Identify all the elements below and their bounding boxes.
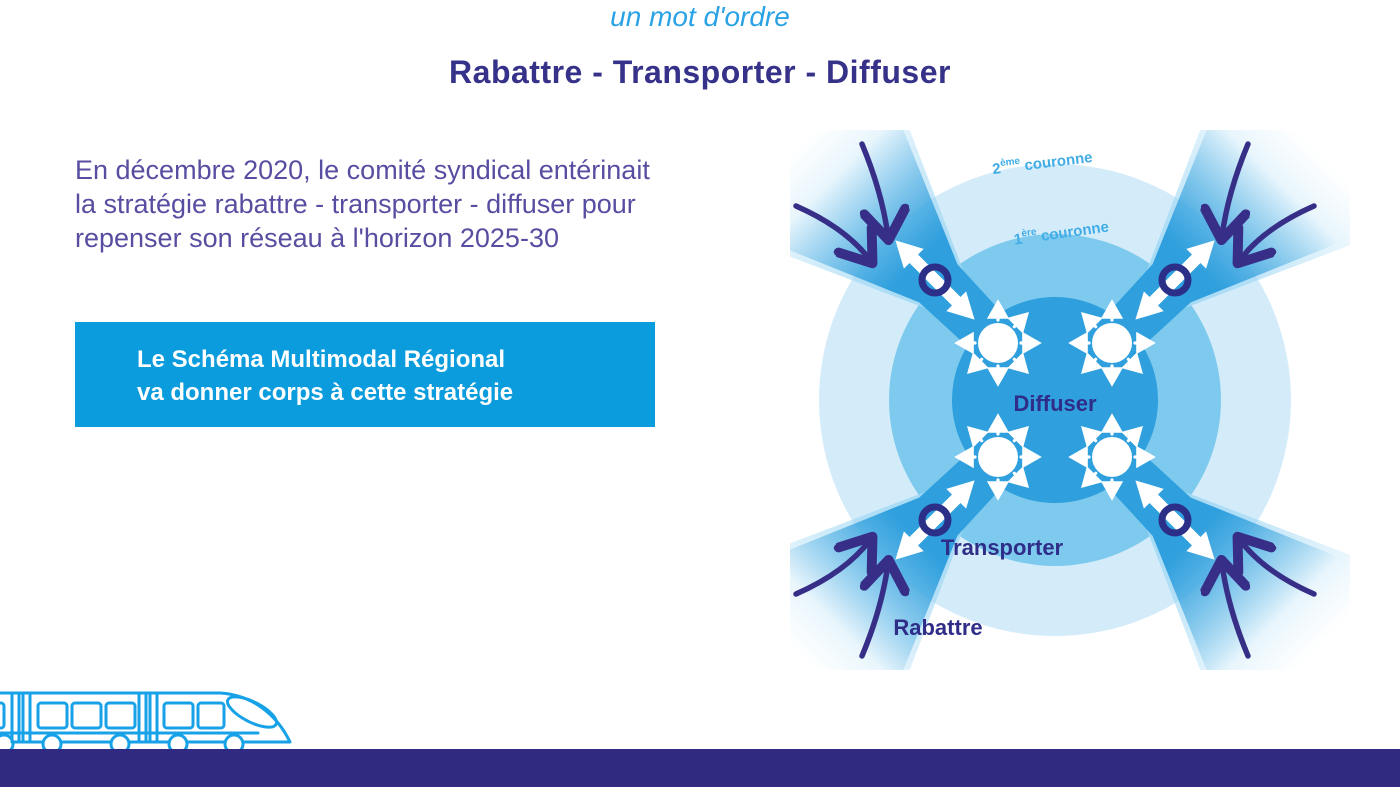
- highlight-box: Le Schéma Multimodal Régional va donner …: [75, 322, 655, 427]
- footer-bar: [0, 749, 1400, 787]
- train-icon: [0, 691, 292, 754]
- highlight-line-2: va donner corps à cette stratégie: [137, 379, 514, 406]
- transporter-label: Transporter: [941, 535, 1064, 560]
- kicker-text: un mot d'ordre: [610, 1, 790, 32]
- intro-line-3: repenser son réseau à l'horizon 2025-30: [75, 223, 559, 253]
- intro-line-1: En décembre 2020, le comité syndical ent…: [75, 155, 650, 185]
- highlight-line-1: Le Schéma Multimodal Régional: [137, 346, 506, 373]
- diffuser-label: Diffuser: [1013, 391, 1097, 416]
- rabattre-label: Rabattre: [893, 615, 982, 640]
- intro-line-2: la stratégie rabattre - transporter - di…: [75, 189, 636, 219]
- page-title: Rabattre - Transporter - Diffuser: [449, 54, 951, 90]
- intro-paragraph: En décembre 2020, le comité syndical ent…: [75, 153, 735, 255]
